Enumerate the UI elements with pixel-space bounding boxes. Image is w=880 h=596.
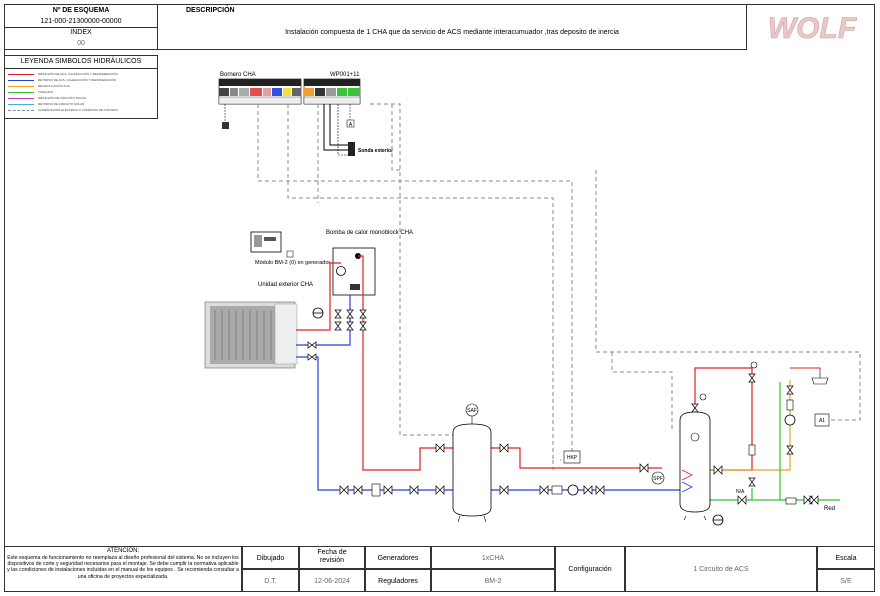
hkp-box: HKP bbox=[563, 450, 581, 464]
legend-box bbox=[4, 55, 158, 119]
dhw-tank: SPF bbox=[651, 411, 711, 521]
outdoor-sensor: Sonda exterior A bbox=[323, 104, 393, 156]
a1-tag: A1 bbox=[819, 418, 825, 424]
legend-divider bbox=[4, 68, 158, 69]
outdoor-unit bbox=[204, 301, 298, 369]
legend-item: ALIMENTACIÓN ELÉCTRICA O CONEXIÓN DE CON… bbox=[8, 107, 156, 113]
revision-label: Fecha de revisión bbox=[317, 549, 347, 564]
legend-line-swatch bbox=[8, 97, 34, 99]
red-tag: Red bbox=[824, 506, 835, 512]
outdoor-unit-label: Unidad exterior CHA bbox=[258, 282, 313, 288]
config-label-cell bbox=[555, 546, 625, 592]
config-label: Configuración bbox=[568, 566, 612, 573]
legend-line-swatch bbox=[8, 73, 34, 75]
filters bbox=[371, 399, 797, 505]
terminal-block-wp: WP001+11 bbox=[303, 72, 361, 105]
config-value-cell bbox=[625, 546, 817, 592]
control-wiring bbox=[257, 103, 861, 470]
legend-item: TOMA AFS bbox=[8, 89, 156, 95]
attention-title: ATENCIÓN: bbox=[106, 548, 140, 554]
legend-line-swatch bbox=[8, 109, 34, 111]
drawn-value-cell bbox=[242, 569, 299, 592]
regulators-label-cell bbox=[365, 569, 431, 592]
terminal-block-cha-label: Bornero CHA bbox=[220, 72, 256, 78]
drawn-value: D.T. bbox=[264, 578, 277, 585]
scheme-number: 121-000-21300000-00000 bbox=[40, 18, 122, 25]
description-text: Instalación compuesta de 1 CHA que da se… bbox=[285, 29, 619, 36]
a1-box: A1 bbox=[814, 413, 830, 427]
pressure-gauge bbox=[699, 361, 758, 401]
legend-item-label: RETORNO DE ACS, CALEFACCIÓN Y REFRIGERAC… bbox=[38, 78, 117, 82]
heat-pump-cha: Bomba de calor monoblock CHA bbox=[326, 230, 413, 296]
heat-pump-label: Bomba de calor monoblock CHA bbox=[326, 230, 413, 236]
drawn-label-cell bbox=[242, 546, 299, 569]
legend-item-label: IMPULSIÓN DE ACS, CALEFACCIÓN Y REFRIGER… bbox=[38, 72, 118, 76]
legend-line-swatch bbox=[8, 79, 34, 81]
index-value: 00 bbox=[77, 40, 85, 47]
pumps bbox=[312, 307, 796, 526]
legend-line-swatch bbox=[8, 91, 34, 93]
legend-item: RECIRCULACIÓN ACS bbox=[8, 83, 156, 89]
regulators-value: BM-2 bbox=[484, 578, 502, 585]
scale-label: Escala bbox=[835, 555, 857, 562]
legend-line-swatch bbox=[8, 85, 34, 87]
revision-value: 12-06-2024 bbox=[314, 578, 350, 585]
legend-item-label: ALIMENTACIÓN ELÉCTRICA O CONEXIÓN DE CON… bbox=[38, 108, 119, 112]
revision-value-cell bbox=[299, 569, 365, 592]
generators-value: 1xCHA bbox=[481, 555, 505, 562]
legend-line-swatch bbox=[8, 103, 34, 105]
legend-item: RETORNO DE CIRCUITO SOLAR bbox=[8, 101, 156, 107]
hkp-tag: HKP bbox=[567, 455, 578, 461]
attention-text: Este esquema de funcionamiento no reempl… bbox=[7, 555, 239, 580]
attention-box bbox=[4, 546, 242, 592]
bm2-label: Módulo BM-2 (0) en generador bbox=[255, 260, 330, 266]
legend-item: RETORNO DE ACS, CALEFACCIÓN Y REFRIGERAC… bbox=[8, 77, 156, 83]
drawn-label: Dibujado bbox=[256, 555, 285, 562]
red-label-group: Red bbox=[824, 506, 835, 512]
divider bbox=[4, 27, 158, 28]
generators-value-cell bbox=[431, 546, 555, 569]
generators-label: Generadores bbox=[377, 555, 419, 562]
legend-item-label: RETORNO DE CIRCUITO SOLAR bbox=[38, 102, 85, 106]
legend-title: LEYENDA SIMBOLOS HIDRÁULICOS bbox=[20, 58, 142, 65]
spf-tag: SPF bbox=[653, 476, 663, 482]
regulators-value-cell bbox=[431, 569, 555, 592]
thermostat-symbol bbox=[222, 104, 229, 129]
outdoor-sensor-label: Sonda exterior bbox=[358, 148, 393, 154]
config-value: 1 Circuito de ACS bbox=[693, 566, 749, 573]
legend-item-label: RECIRCULACIÓN ACS bbox=[38, 84, 70, 88]
valves bbox=[307, 309, 819, 505]
revision-label-cell bbox=[299, 546, 365, 569]
terminal-block-cha: Bornero CHA bbox=[218, 72, 302, 105]
legend-item-label: IMPULSIÓN DE CIRCUITO SOLAR bbox=[38, 96, 86, 100]
shower-symbol bbox=[790, 367, 829, 385]
brand-text: WOLF bbox=[768, 12, 857, 42]
na-label-group: N/A bbox=[736, 489, 745, 495]
generators-label-cell bbox=[365, 546, 431, 569]
na-tag: N/A bbox=[736, 489, 745, 495]
buffer-tank: SAF bbox=[452, 403, 492, 523]
legend-item: IMPULSIÓN DE ACS, CALEFACCIÓN Y REFRIGER… bbox=[8, 71, 156, 77]
sensor-a-tag: A bbox=[349, 122, 353, 128]
cold-water-line bbox=[695, 382, 840, 501]
legend-item-label: TOMA AFS bbox=[38, 90, 53, 94]
recirculation-line bbox=[710, 380, 791, 471]
description-label: DESCRIPCIÓN bbox=[186, 7, 235, 14]
brand-logo: WOLF bbox=[757, 12, 867, 46]
scale-label-cell bbox=[817, 546, 875, 569]
description-box bbox=[157, 4, 747, 50]
scale-value: S/E bbox=[840, 578, 852, 585]
scale-value-cell bbox=[817, 569, 875, 592]
legend-list: IMPULSIÓN DE ACS, CALEFACCIÓN Y REFRIGER… bbox=[8, 71, 156, 113]
saf-tag: SAF bbox=[467, 408, 477, 414]
scheme-label: Nº DE ESQUEMA bbox=[52, 7, 110, 14]
terminal-block-wp-label: WP001+11 bbox=[330, 72, 360, 78]
legend-item: IMPULSIÓN DE CIRCUITO SOLAR bbox=[8, 95, 156, 101]
index-label: INDEX bbox=[70, 29, 92, 36]
bm2-module: Módulo BM-2 (0) en generador bbox=[250, 231, 330, 266]
regulators-label: Reguladores bbox=[378, 578, 418, 585]
